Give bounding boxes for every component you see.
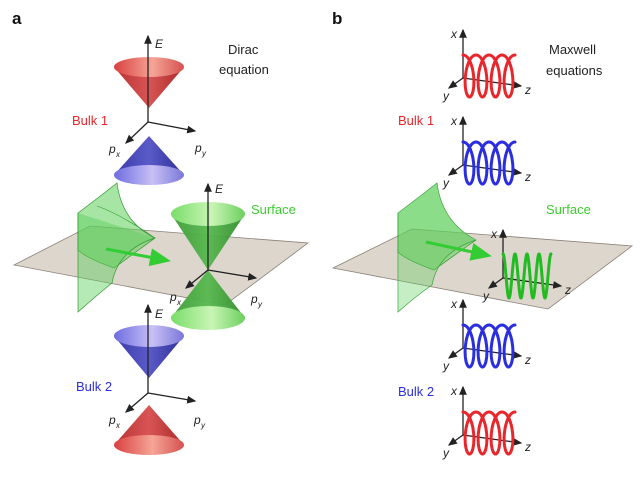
- bulk1-field-h-schematic: x y z: [442, 114, 531, 190]
- bulk1-field-h-y-label: y: [442, 176, 450, 190]
- panel-a-title-line1: Dirac: [228, 42, 259, 57]
- svg-text:p: p: [108, 142, 116, 156]
- bulk2-field-e-schematic: x y z: [442, 384, 531, 460]
- bulk2-axes: [125, 303, 197, 413]
- surface-field-y-label: y: [482, 289, 490, 303]
- surface-field-schematic: x y z: [482, 227, 571, 303]
- panel-a-bulk2-label: Bulk 2: [76, 379, 112, 394]
- svg-text:p: p: [193, 413, 201, 427]
- surface-axis-py: p y: [250, 292, 263, 309]
- bulk1-field-h-z-label: z: [524, 170, 531, 184]
- bulk1-field-e-wave: [461, 53, 517, 99]
- bulk2-axis-py: p y: [193, 413, 206, 430]
- panel-a-label: a: [12, 9, 22, 28]
- svg-text:p: p: [169, 290, 177, 304]
- bulk1-field-e-schematic: x y z: [442, 27, 531, 103]
- svg-text:x: x: [115, 150, 121, 159]
- bulk1-field-h-y-axis: [447, 164, 464, 176]
- panel-b-title-line2: equations: [546, 63, 603, 78]
- bulk2-field-h-y-axis: [447, 347, 464, 359]
- bulk1-axes: [125, 34, 197, 144]
- panel-a-interface-plane: [12, 225, 310, 306]
- panel-b-propagation-arrow: [425, 240, 492, 261]
- bulk1-valence-cone: [114, 136, 184, 185]
- bulk2-field-e-x-label: x: [450, 384, 458, 398]
- bulk1-axis-px: p x: [108, 142, 121, 159]
- bulk1-axis-py: p y: [194, 141, 207, 158]
- bulk1-axis-E: E: [155, 37, 164, 51]
- bulk2-field-e-wave: [461, 410, 517, 456]
- bulk1-field-e-z-label: z: [524, 83, 531, 97]
- bulk2-valence-cone: [114, 405, 184, 455]
- bulk2-field-h-wave: [461, 323, 517, 369]
- bulk2-field-h-x-label: x: [450, 297, 458, 311]
- surface-field-z-label: z: [564, 283, 571, 297]
- panel-b-surface-label: Surface: [546, 202, 591, 217]
- surface-axis-E: E: [215, 182, 224, 196]
- surface-axes: [184, 182, 258, 289]
- svg-text:p: p: [250, 292, 258, 306]
- surface-field-x-label: x: [490, 227, 498, 241]
- bulk2-field-e-y-label: y: [442, 446, 450, 460]
- panel-b-label: b: [332, 9, 342, 28]
- svg-text:y: y: [200, 421, 206, 430]
- bulk2-axis-px: p x: [108, 413, 121, 430]
- surface-axis-px: p x: [169, 290, 182, 307]
- bulk2-field-e-z-label: z: [524, 440, 531, 454]
- bulk1-field-h-wave: [461, 140, 517, 186]
- svg-text:y: y: [201, 149, 207, 158]
- surface-field-y-axis: [487, 277, 504, 289]
- bulk1-field-e-y-label: y: [442, 89, 450, 103]
- panel-b-title-line1: Maxwell: [549, 42, 596, 57]
- bulk1-field-h-x-label: x: [450, 114, 458, 128]
- bulk1-field-e-x-label: x: [450, 27, 458, 41]
- bulk1-conduction-cone: [114, 57, 184, 108]
- svg-text:p: p: [108, 413, 116, 427]
- svg-text:p: p: [194, 141, 202, 155]
- bulk2-field-e-y-axis: [447, 434, 464, 446]
- bulk2-axis-E: E: [155, 307, 164, 321]
- panel-a-title-line2: equation: [219, 62, 269, 77]
- bulk2-conduction-cone: [114, 325, 184, 378]
- bulk2-field-h-schematic: x y z: [442, 297, 531, 373]
- bulk2-field-h-z-label: z: [524, 353, 531, 367]
- svg-text:x: x: [176, 298, 182, 307]
- panel-a-surface-label: Surface: [251, 202, 296, 217]
- bulk1-field-e-y-axis: [447, 77, 464, 89]
- panel-a-bulk1-label: Bulk 1: [72, 113, 108, 128]
- surface-field-wave: [501, 252, 553, 300]
- bulk2-field-h-y-label: y: [442, 359, 450, 373]
- panel-a-propagation-arrow: [105, 247, 171, 267]
- panel-b: b Maxwell equations Bulk 1 Bulk 2 Surfac…: [331, 9, 634, 460]
- svg-text:y: y: [257, 300, 263, 309]
- panel-a-surface-wavefront: [77, 182, 156, 313]
- panel-b-bulk1-label: Bulk 1: [398, 113, 434, 128]
- panel-b-bulk2-label: Bulk 2: [398, 384, 434, 399]
- svg-text:x: x: [115, 421, 121, 430]
- panel-a: a Dirac equation Bulk 1 Bulk 2 Surface E…: [12, 9, 310, 455]
